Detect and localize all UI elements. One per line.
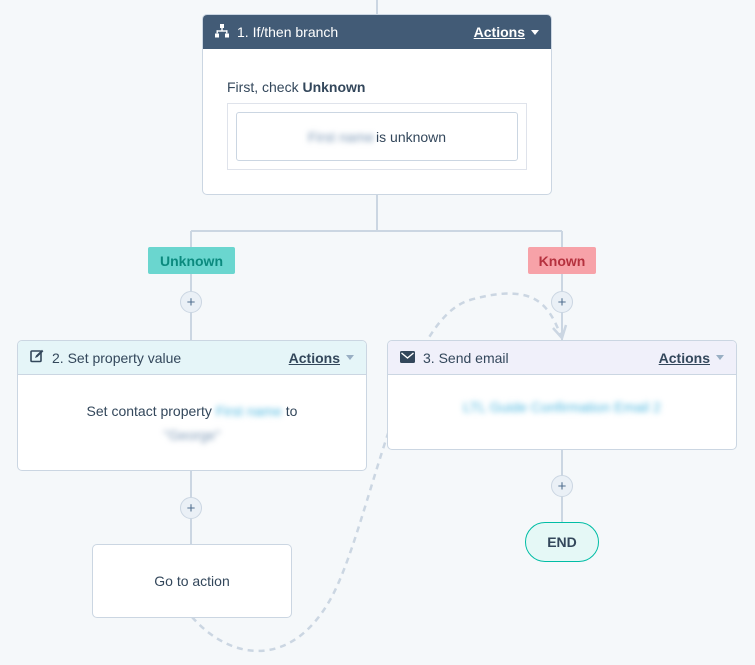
- end-label: END: [547, 534, 577, 550]
- set-property-name[interactable]: First name: [215, 403, 282, 419]
- known-branch-tag: Known: [528, 247, 596, 274]
- envelope-icon: [400, 350, 415, 366]
- send-email-card[interactable]: 3. Send email Actions LTL Guide Confirma…: [387, 340, 737, 450]
- send-email-actions-menu[interactable]: Actions: [659, 350, 724, 366]
- if-then-branch-card[interactable]: 1. If/then branch Actions First, check U…: [202, 14, 552, 195]
- add-action-button-after-set-property[interactable]: +: [180, 497, 202, 519]
- set-property-body: Set contact property First name to "Geor…: [18, 375, 366, 447]
- branch-check-text: First, check Unknown: [203, 49, 551, 95]
- caret-down-icon: [531, 29, 539, 35]
- send-email-body: LTL Guide Confirmation Email 2: [388, 375, 736, 415]
- set-property-header: 2. Set property value Actions: [18, 341, 366, 375]
- branch-card-title: 1. If/then branch: [237, 24, 339, 40]
- send-email-title: 3. Send email: [423, 349, 509, 366]
- set-property-title: 2. Set property value: [52, 349, 182, 366]
- set-property-to: to: [285, 403, 298, 419]
- set-property-actions-menu[interactable]: Actions: [289, 350, 354, 366]
- caret-down-icon: [346, 355, 354, 360]
- unknown-branch-label: Unknown: [160, 252, 223, 269]
- caret-down-icon: [716, 355, 724, 360]
- go-to-action-card[interactable]: Go to action: [92, 544, 292, 618]
- send-email-header: 3. Send email Actions: [388, 341, 736, 375]
- branch-actions-menu[interactable]: Actions: [474, 24, 539, 40]
- set-property-prefix: Set contact property: [86, 403, 212, 419]
- condition-box[interactable]: First name is unknown: [236, 112, 518, 161]
- unknown-branch-tag: Unknown: [148, 247, 235, 274]
- actions-label: Actions: [473, 24, 525, 40]
- actions-label: Actions: [288, 349, 340, 366]
- check-prefix: First, check: [227, 79, 303, 95]
- branch-icon: [215, 23, 229, 41]
- email-name-link[interactable]: LTL Guide Confirmation Email 2: [463, 399, 661, 415]
- edit-icon: [30, 349, 44, 366]
- branch-card-header: 1. If/then branch Actions: [203, 15, 551, 49]
- go-to-action-label: Go to action: [154, 573, 230, 589]
- actions-label: Actions: [658, 349, 710, 366]
- condition-property: First name: [307, 128, 375, 145]
- add-action-button-after-email[interactable]: +: [551, 475, 573, 497]
- set-property-value: "George": [163, 427, 221, 443]
- add-action-button-known[interactable]: +: [551, 291, 573, 313]
- check-target: Unknown: [302, 79, 366, 95]
- condition-outer-box: First name is unknown: [227, 103, 527, 170]
- set-property-card[interactable]: 2. Set property value Actions Set contac…: [17, 340, 367, 471]
- condition-operator: is unknown: [376, 128, 447, 145]
- known-branch-label: Known: [538, 252, 586, 269]
- end-node: END: [525, 522, 599, 562]
- add-action-button-unknown[interactable]: +: [180, 291, 202, 313]
